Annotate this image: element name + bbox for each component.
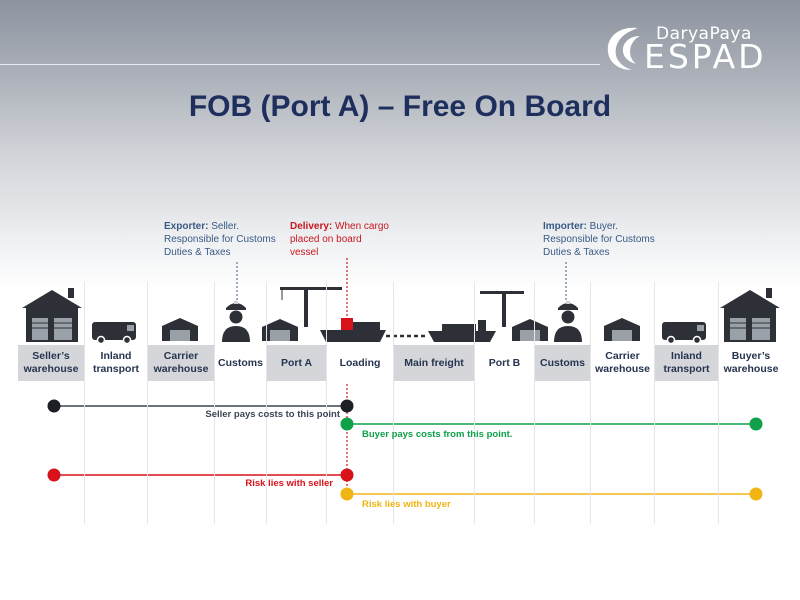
warehouse-b-icon (720, 288, 780, 342)
stage-port-b: Port B (475, 345, 534, 381)
delivery-note-bold: Delivery: (290, 221, 333, 232)
seller-costs-end-dot (340, 399, 354, 413)
importer-note-line2: Responsible for Customs (543, 234, 655, 245)
buyer-risk-end-dot (749, 487, 763, 501)
column-divider (654, 282, 655, 524)
swoosh-logo-icon (607, 27, 640, 70)
buyer-risk-start-dot (340, 487, 354, 501)
column-divider (147, 282, 148, 524)
stage-main-freight: Main freight (394, 345, 474, 381)
carrier-warehouse-icon (162, 318, 198, 341)
buyer-costs-end-dot (749, 417, 763, 431)
brand-logo: DaryaPaya ESPAD (604, 20, 774, 76)
column-divider (718, 282, 719, 524)
van-icon (92, 322, 136, 345)
stage-port-a: Port A (267, 345, 326, 381)
exporter-note-bold: Exporter: (164, 221, 209, 232)
delivery-note-line3: vessel (290, 247, 319, 258)
seller-risk-start-dot (47, 468, 61, 482)
exporter-note-line3: Duties & Taxes (164, 247, 231, 258)
seller-costs-label: Seller pays costs to this point (205, 409, 340, 420)
customs-officer-icon (222, 301, 250, 342)
column-divider (474, 282, 475, 524)
warehouse-icon (22, 288, 82, 342)
exporter-note-line1: Seller. (208, 221, 240, 232)
column-divider (266, 282, 267, 524)
stage-customs: Customs (215, 345, 266, 381)
column-divider (590, 282, 591, 524)
van-b-icon (662, 322, 706, 345)
importer-note-bold: Importer: (543, 221, 587, 232)
brand-top-text: DaryaPaya (656, 24, 752, 44)
importer-note-line3: Duties & Taxes (543, 247, 610, 258)
column-divider (214, 282, 215, 524)
seller-risk-label: Risk lies with seller (245, 478, 333, 489)
port-crane-icon (262, 287, 342, 341)
importer-note-line1: Buyer. (586, 221, 619, 232)
customs-officer-b-icon (554, 301, 582, 342)
delivery-note: Delivery: When cargo placed on board ves… (290, 220, 400, 259)
buyer-costs-label: Buyer pays costs from this point. (362, 429, 513, 440)
stage-customs-b: Customs (535, 345, 590, 381)
seller-risk-end-dot (340, 468, 354, 482)
seller-costs-start-dot (47, 399, 61, 413)
loading-ship-icon (320, 318, 386, 342)
delivery-note-line2: placed on board (290, 234, 362, 245)
page-title: FOB (Port A) – Free On Board (188, 90, 612, 123)
delivery-note-line1: When cargo (332, 221, 389, 232)
column-divider (393, 282, 394, 524)
buyer-costs-start-dot (340, 417, 354, 431)
exporter-note-line2: Responsible for Customs (164, 234, 276, 245)
brand-main-text: ESPAD (644, 37, 767, 76)
column-divider (84, 282, 85, 524)
carrier-warehouse-b-icon (604, 318, 640, 341)
column-divider (534, 282, 535, 524)
stage-loading: Loading (327, 345, 393, 381)
port-crane-b-icon (480, 291, 548, 341)
buyer-risk-label: Risk lies with buyer (362, 499, 451, 510)
exporter-note: Exporter: Seller. Responsible for Custom… (164, 220, 294, 259)
column-divider (326, 282, 327, 524)
header-divider (0, 64, 600, 65)
importer-note: Importer: Buyer. Responsible for Customs… (543, 220, 683, 259)
ship-icon (428, 320, 496, 342)
